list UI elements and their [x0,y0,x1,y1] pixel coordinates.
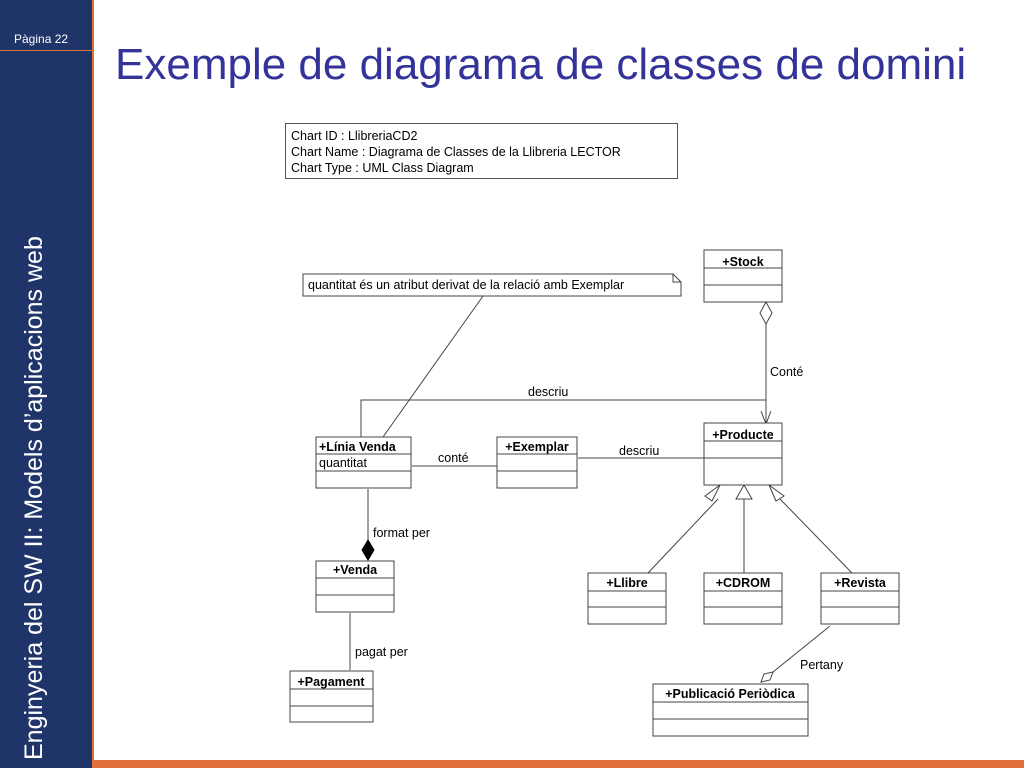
chart-type: Chart Type : UML Class Diagram [291,161,474,175]
label-descriu-top: descriu [528,385,568,399]
class-publicacio [652,683,809,737]
label-format-per: format per [373,526,430,540]
sidebar: Pàgina 22 Enginyeria del SW II: Models d… [0,0,92,768]
class-cdrom-name: +CDROM [716,576,771,590]
class-pagament-name: +Pagament [297,675,365,689]
class-producte [703,422,783,486]
label-conte-stock: Conté [770,365,803,379]
class-pagament [289,670,374,723]
class-producte-name: +Producte [712,428,774,442]
class-revista [820,572,900,625]
gen-revista [779,498,853,574]
page-number: Pàgina 22 [14,32,69,46]
sidebar-edge [92,0,94,768]
note-connector [382,295,484,438]
class-linia-venda [315,436,412,489]
label-pagat-per: pagat per [355,645,408,659]
chart-info-box: Chart ID : LlibreriaCD2 Chart Name : Dia… [285,123,678,179]
label-pertany: Pertany [800,658,844,672]
gen-triangle-cdrom [735,483,753,500]
label-conte-exemplar: conté [438,451,469,465]
class-llibre [587,572,667,625]
bottom-rule [92,760,1024,768]
class-venda [315,560,395,613]
class-stock [703,249,783,303]
class-revista-name: +Revista [834,576,887,590]
page-divider [0,50,92,51]
class-stock-name: +Stock [722,255,763,269]
chart-name: Chart Name : Diagrama de Classes de la L… [291,145,621,159]
aggregation-diamond-stock [759,300,773,326]
class-exemplar-name: +Exemplar [505,440,569,454]
class-cdrom [703,572,783,625]
chart-id: Chart ID : LlibreriaCD2 [291,129,418,143]
class-exemplar [496,436,578,489]
gen-triangle-revista [767,483,785,502]
note-text: quantitat és un atribut derivat de la re… [308,278,624,292]
composition-diamond-venda [361,539,375,561]
label-descriu-exemplar: descriu [619,444,659,458]
gen-triangle-llibre [704,484,721,502]
class-publicacio-name: +Publicació Periòdica [665,687,796,701]
class-llibre-name: +Llibre [606,576,647,590]
page-title: Exemple de diagrama de classes de domini [115,40,967,89]
class-venda-name: +Venda [333,563,378,577]
class-linia-venda-name: +Línia Venda [319,440,397,454]
aggregation-diamond-publicacio [760,671,774,683]
note: quantitat és un atribut derivat de la re… [302,273,682,297]
assoc-revista-publicacio [772,625,831,673]
class-linia-venda-attr: quantitat [319,456,367,470]
gen-llibre [647,498,719,574]
